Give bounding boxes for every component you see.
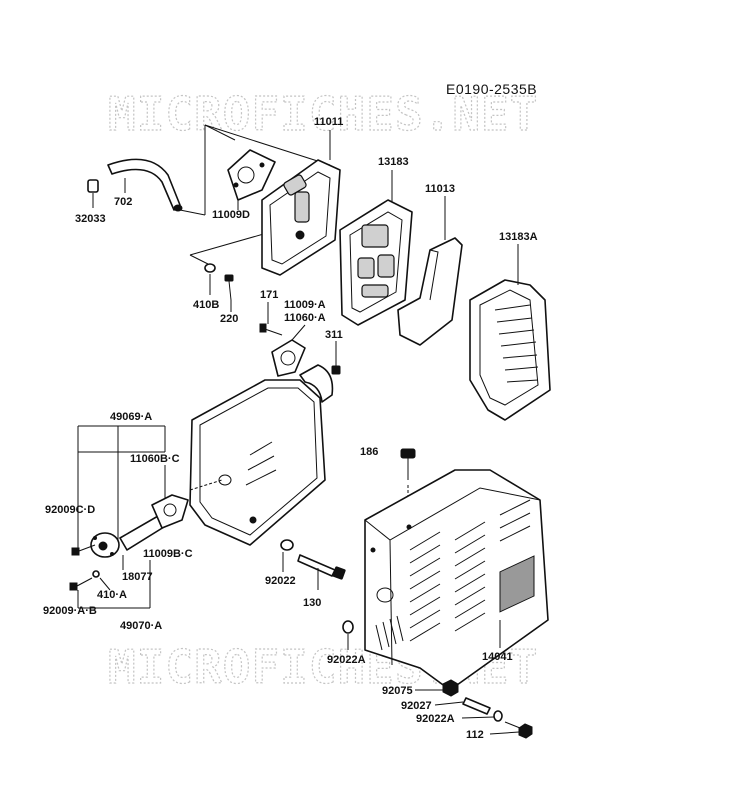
label-13183A: 13183A xyxy=(499,231,538,243)
nut-311 xyxy=(331,365,341,375)
bolt-92009AB xyxy=(69,577,93,591)
washer-92022A-left xyxy=(342,620,354,634)
label-11013: 11013 xyxy=(425,183,455,195)
label-130: 130 xyxy=(303,597,321,609)
foam-element-11013 xyxy=(397,237,463,346)
label-11009BC: 11009B·C xyxy=(143,548,193,560)
muffler-body xyxy=(189,379,326,546)
air-cleaner-base-11011 xyxy=(261,159,341,276)
muffler-guard-14041 xyxy=(364,469,549,691)
label-49069A: 49069·A xyxy=(110,411,152,423)
washer-92022 xyxy=(280,539,294,551)
label-11009A: 11009·A xyxy=(284,299,326,311)
label-32033: 32033 xyxy=(75,213,106,225)
leader-group-49069 xyxy=(77,425,166,609)
collar-92027 xyxy=(462,697,491,715)
label-18077: 18077 xyxy=(122,571,153,583)
bolt-92009CD xyxy=(71,544,96,556)
gasket-11009A xyxy=(271,339,306,377)
label-311: 311 xyxy=(325,329,343,341)
label-92027: 92027 xyxy=(401,700,432,712)
label-92009CD: 92009C·D xyxy=(45,504,95,516)
label-92022A-bottom: 92022A xyxy=(416,713,455,725)
label-13183: 13183 xyxy=(378,156,409,168)
diagram-code: E0190-2535B xyxy=(446,81,537,97)
label-11009D: 11009D xyxy=(212,209,250,221)
gasket-11009D xyxy=(227,149,276,201)
label-220: 220 xyxy=(220,313,238,325)
bolt-130 xyxy=(297,554,346,580)
label-49070A: 49070·A xyxy=(120,620,162,632)
label-11060BC: 11060B·C xyxy=(130,453,180,465)
gasket-11060BC xyxy=(151,494,189,529)
washer-410A xyxy=(92,570,100,578)
watermark-top: MICROFICHES.NET xyxy=(108,87,538,141)
label-11011: 11011 xyxy=(314,116,343,128)
label-112: 112 xyxy=(466,729,484,741)
label-410B: 410B xyxy=(193,299,219,311)
breather-hose-702 xyxy=(107,158,183,212)
washer-92022A-bottom xyxy=(493,710,503,722)
exhaust-elbow xyxy=(299,364,334,403)
label-92022: 92022 xyxy=(265,575,296,587)
label-186: 186 xyxy=(360,446,378,458)
nut-92075 xyxy=(442,679,459,697)
bolt-112 xyxy=(504,721,533,739)
washer-410B xyxy=(204,263,216,273)
label-171: 171 xyxy=(260,289,278,301)
element-13183 xyxy=(339,199,413,326)
label-92022A-left: 92022A xyxy=(327,654,366,666)
stud-171 xyxy=(259,323,283,336)
label-14041: 14041 xyxy=(482,651,513,663)
label-410A: 410·A xyxy=(97,589,127,601)
cover-13183A xyxy=(469,279,551,421)
label-92009AB: 92009·A·B xyxy=(43,605,97,617)
bolt-220 xyxy=(224,274,234,301)
label-11060A: 11060·A xyxy=(284,312,326,324)
clamp-32033 xyxy=(87,179,99,193)
label-92075: 92075 xyxy=(382,685,413,697)
label-702: 702 xyxy=(114,196,132,208)
